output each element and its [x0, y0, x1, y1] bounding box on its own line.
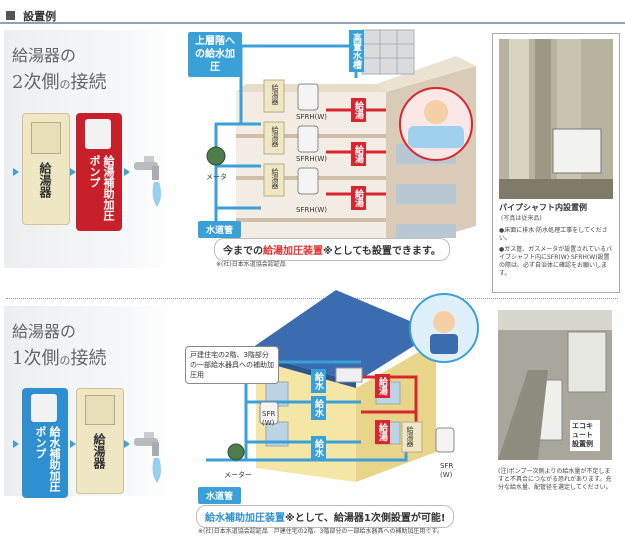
eco-cute-tag-text: エコキュート設置例 — [572, 422, 593, 448]
bottom-title-line2: 1次側 — [12, 348, 60, 369]
bottom-arrow-1 — [70, 440, 76, 448]
top-arrow-0 — [13, 168, 19, 176]
bottom-callout: 戸建住宅の2階、3階部分の一部給水器具への補助加圧用 — [185, 346, 279, 384]
bottom-title-line2c: 接続 — [70, 348, 107, 369]
top-heater-label: 給湯器 — [38, 162, 52, 198]
bottom-note-highlight: 給水補助加圧装置 — [205, 513, 285, 524]
eco-cute-tag: エコキュート設置例 — [570, 420, 600, 451]
top-heater-tag-2: 給湯器 — [271, 126, 279, 147]
bottom-house-illustration — [206, 290, 479, 482]
section-header: 設置例 — [6, 5, 56, 23]
bottom-pump-tag-2-text: SFR (W) — [440, 462, 454, 479]
bottom-pump-tag-1-text: SFR (W) — [262, 410, 276, 427]
bottom-right-photo-frame: エコキュート設置例 (注)ポンプ一次側よりの給水量が不足しますと不具合につながる… — [492, 306, 618, 526]
top-note-highlight: 給湯加圧装置 — [263, 246, 323, 257]
bottom-title-line1: 給湯器の — [12, 322, 77, 341]
top-title-line2: 2次側 — [12, 72, 60, 93]
heater-unit-icon — [31, 122, 61, 154]
top-meter-label: メータ — [206, 173, 227, 181]
bottom-pump-tag-1: SFR (W) — [262, 410, 284, 428]
pipe-shaft-photo — [499, 39, 613, 199]
top-title-line1: 給湯器の — [12, 46, 77, 65]
bottom-water-heater-box: 給湯器 — [76, 388, 124, 494]
top-upper-floor-text: 上層階への給水加圧 — [195, 36, 235, 73]
bottom-faucet-icon — [134, 432, 162, 483]
eco-cute-photo — [498, 310, 612, 460]
top-title-line2c: 接続 — [70, 72, 107, 93]
bottom-arrow-2 — [124, 440, 130, 448]
top-note-suffix: ※としても設置できます。 — [323, 246, 441, 257]
top-hot-label-2: 給湯 — [351, 142, 366, 166]
bottom-booster-pump-box: 給水補助加圧ポンプ — [22, 388, 68, 498]
bottom-photo-note: (注)ポンプ一次側よりの給水量が不足しますと不具合につながる恐れがあります。充分… — [498, 468, 612, 491]
top-note-banner: 今までの給湯加圧装置※としても設置できます。 — [214, 238, 450, 261]
bottom-footnote: ※(社)日本水道協会認証品 戸建住宅の2階、3階部分の一部給水器具への補助加圧用… — [198, 528, 443, 535]
header-title: 設置例 — [23, 9, 57, 23]
top-booster-pump-box: 給湯補助加圧ポンプ — [76, 113, 122, 231]
bottom-heater-tag: 給湯器 — [406, 426, 414, 447]
bottom-water-label-1: 給水 — [311, 369, 326, 393]
bottom-hot-label-2: 給湯 — [375, 420, 390, 444]
bottom-pump-label-text: 給水補助加圧ポンプ — [34, 426, 61, 492]
top-hot-label-3: 給湯 — [351, 186, 366, 210]
header-square-icon — [6, 11, 15, 20]
bottom-pump-unit-icon — [31, 394, 57, 422]
top-pump-tag-1: SFRH(W) — [296, 113, 327, 121]
section-divider — [6, 298, 618, 299]
photo-caption: パイプシャフト内設置例 — [499, 203, 587, 212]
photo-subcaption: (写真は従来品) — [501, 215, 542, 222]
bottom-hot-label-1: 給湯 — [375, 374, 390, 398]
top-heater-tag-3: 給湯器 — [271, 168, 279, 189]
bottom-arrow-0 — [13, 440, 19, 448]
top-faucet-icon — [134, 156, 162, 207]
bottom-note-suffix: ※として、給湯器1次側設置が可能! — [285, 513, 446, 524]
top-upper-floor-label: 上層階への給水加圧 — [188, 32, 242, 77]
top-footnote: ※(社)日本水道協会認証品 — [216, 261, 286, 268]
pump-unit-icon — [85, 119, 111, 149]
bottom-water-label-2: 給水 — [311, 396, 326, 420]
top-pump-label-text: 給湯補助加圧ポンプ — [88, 155, 115, 221]
bottom-title-particle: の — [59, 354, 71, 367]
top-hot-label-1: 給湯 — [351, 98, 366, 122]
top-note-prefix: 今までの — [223, 246, 263, 257]
top-panel-title: 給湯器の 2次側の接続 — [12, 42, 106, 94]
bottom-heater-unit-icon — [85, 395, 115, 425]
bottom-callout-text: 戸建住宅の2階、3階部分の一部給水器具への補助加圧用 — [190, 351, 274, 379]
top-tank-label: 高置水槽 — [349, 30, 364, 72]
top-right-photo-frame: パイプシャフト内設置例 (写真は従来品) ●床面に排水·防水処理工事をしてくださ… — [492, 33, 620, 293]
top-title-particle: の — [59, 78, 71, 91]
bottom-panel-title: 給湯器の 1次側の接続 — [12, 318, 106, 370]
bottom-heater-label: 給湯器 — [92, 433, 106, 469]
bottom-water-pipe-label: 水道管 — [198, 487, 242, 504]
top-pump-label: 給湯補助加圧ポンプ — [81, 155, 115, 231]
bottom-pump-label: 給水補助加圧ポンプ — [27, 426, 61, 498]
bottom-meter-label: メーター — [224, 471, 252, 479]
top-bullet-2: ●ガス管、ガスメータが設置されているパイプシャフト内にSFR(W)·SFRH(W… — [499, 246, 613, 277]
top-bullet-1: ●床面に排水·防水処理工事をしてください。 — [499, 227, 608, 242]
bottom-water-label-3: 給水 — [311, 436, 326, 460]
top-pump-tag-3: SFRH(W) — [296, 206, 327, 214]
top-arrow-2 — [124, 168, 130, 176]
bottom-note-banner: 給水補助加圧装置※として、給湯器1次側設置が可能! — [196, 505, 455, 528]
header-rule — [0, 22, 625, 24]
top-water-heater-box: 給湯器 — [22, 113, 70, 225]
top-heater-tag-1: 給湯器 — [271, 84, 279, 105]
top-arrow-1 — [70, 168, 76, 176]
top-pump-tag-2: SFRH(W) — [296, 155, 327, 163]
top-water-pipe-label: 水道管 — [198, 221, 242, 238]
top-building-illustration — [206, 29, 476, 252]
bottom-pump-tag-2: SFR (W) — [440, 462, 462, 480]
